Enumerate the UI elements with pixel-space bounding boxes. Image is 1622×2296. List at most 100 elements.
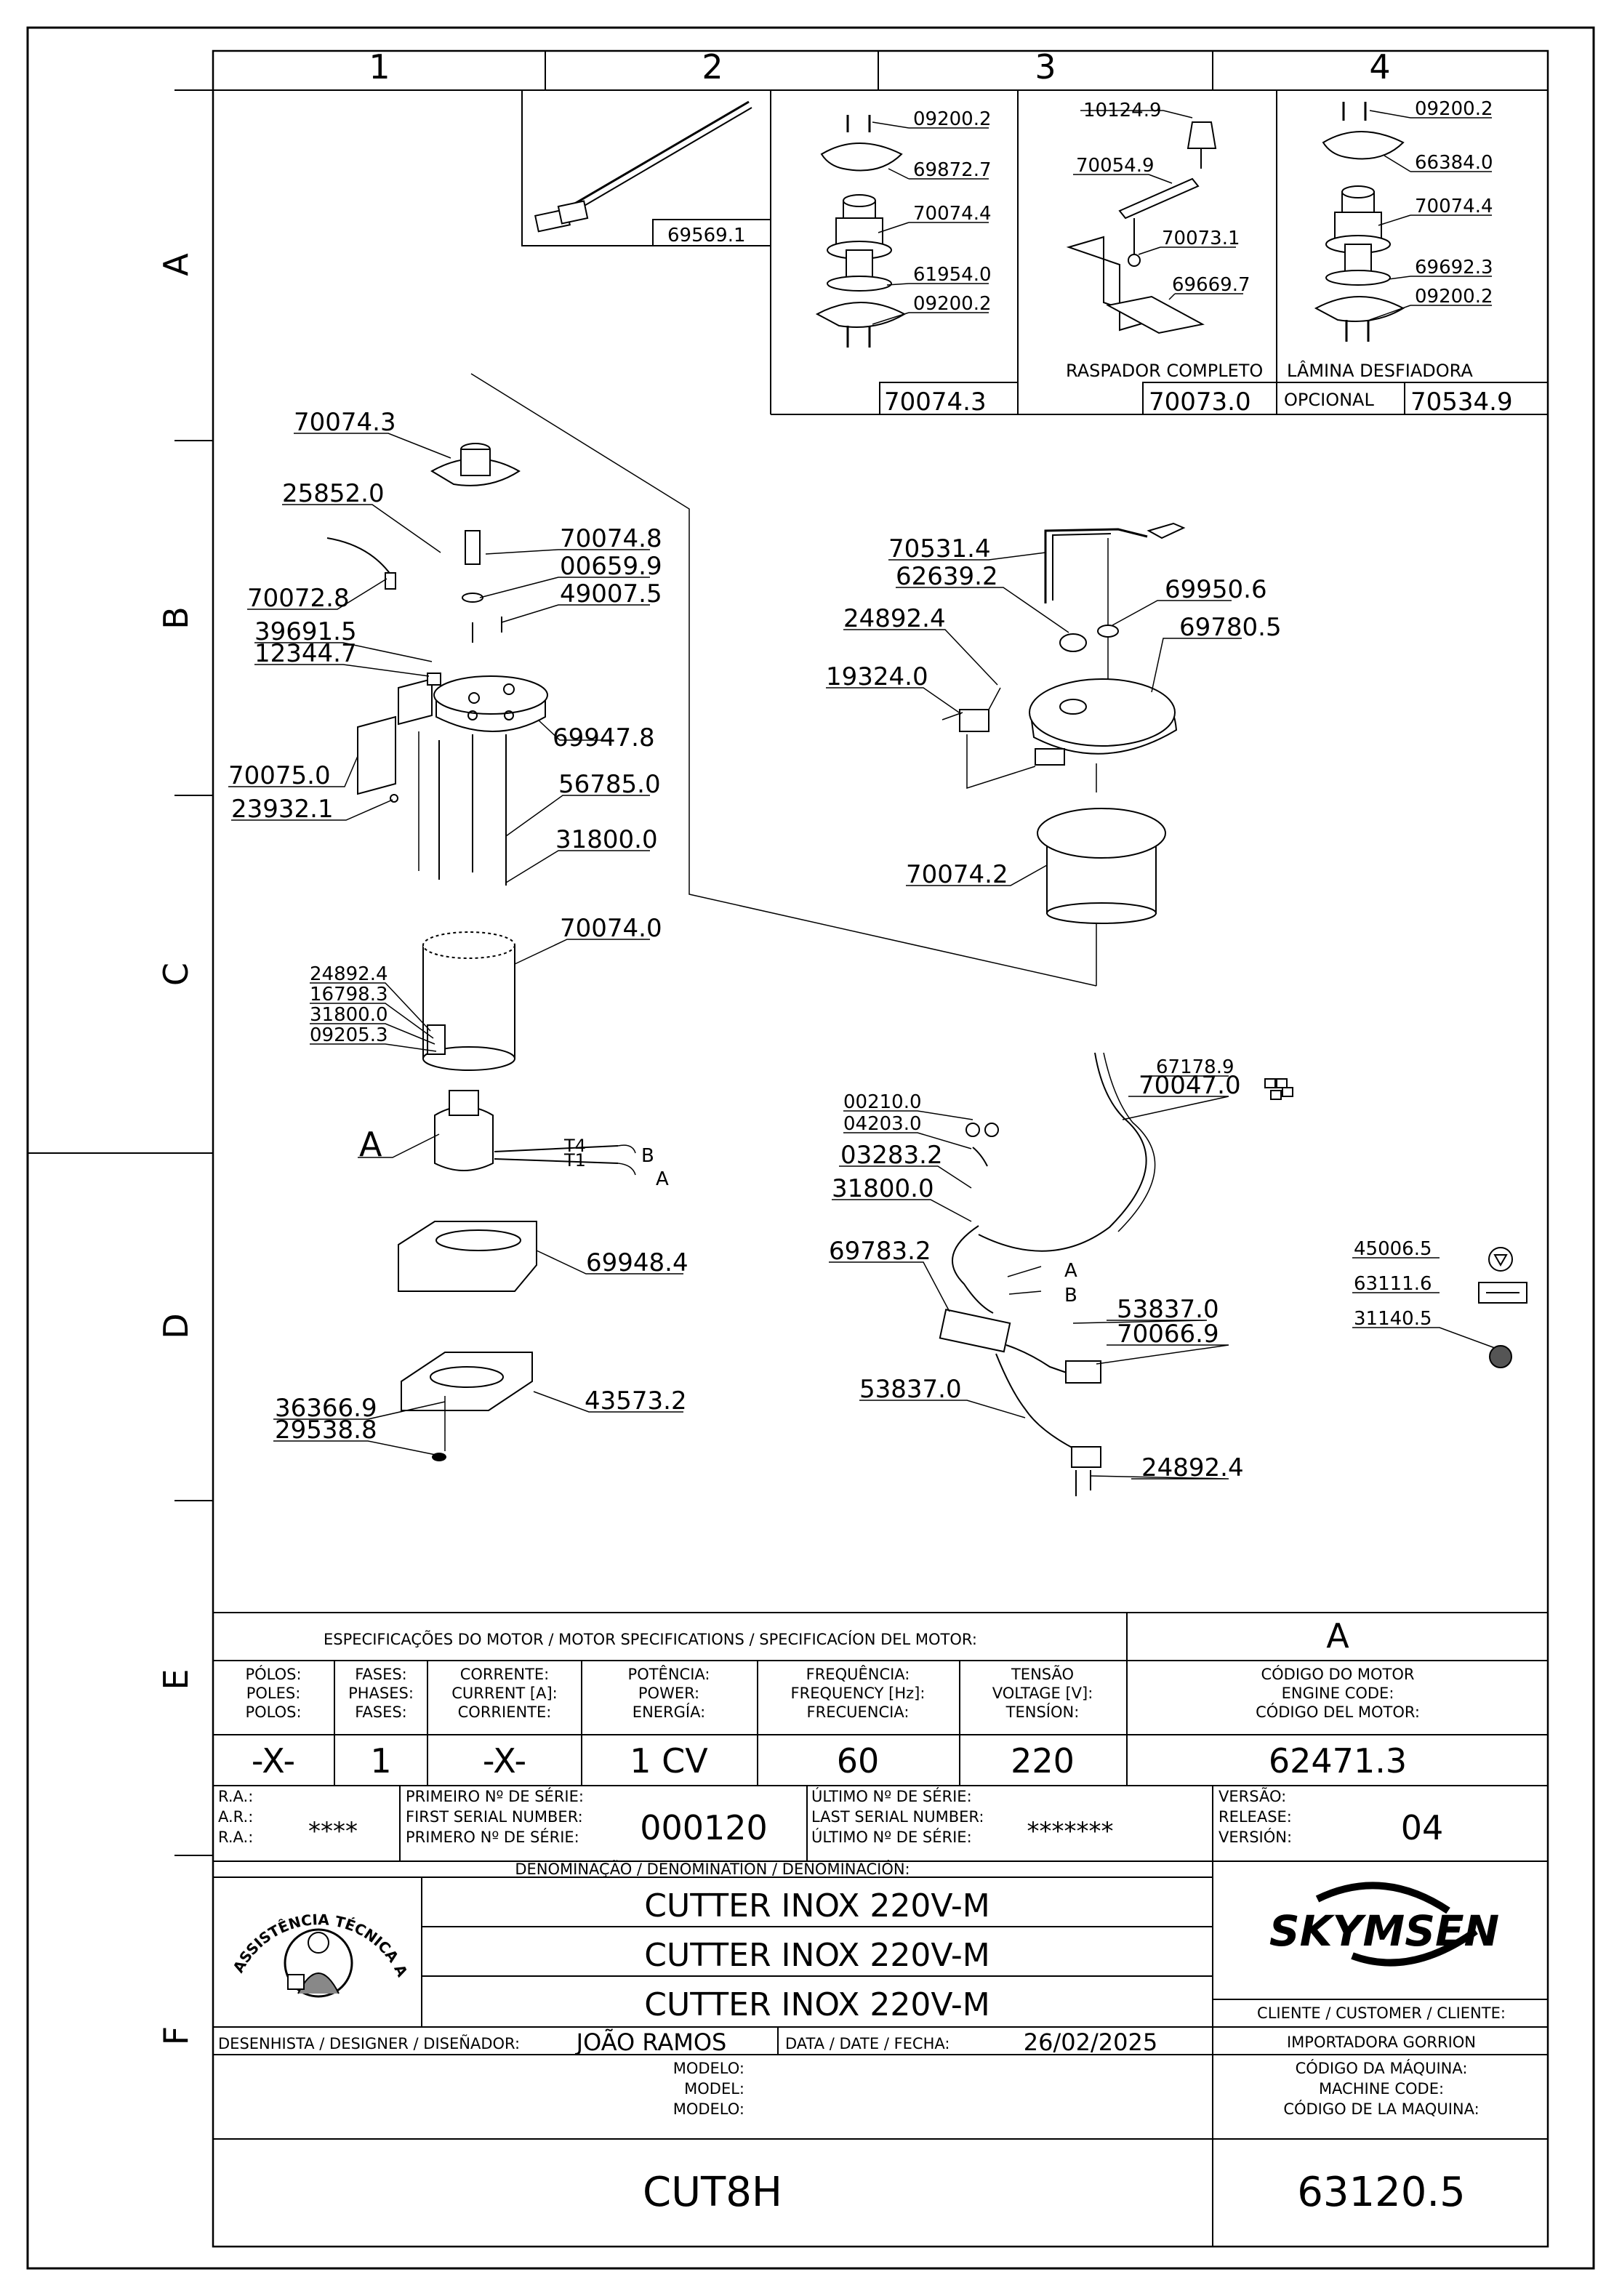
spec-current: -X- [483, 1741, 526, 1781]
designer-label: DESENHISTA / DESIGNER / DISEÑADOR: [218, 2034, 520, 2052]
part-31800-0-c: 31800.0 [832, 1174, 934, 1203]
svg-text:PÓLOS:: PÓLOS: [245, 1665, 301, 1683]
svg-text:CORRENTE:: CORRENTE: [460, 1666, 550, 1683]
kit2-caption: RASPADOR COMPLETO [1066, 361, 1263, 381]
svg-text:VOLTAGE [V]:: VOLTAGE [V]: [992, 1685, 1093, 1702]
symbol-parts [1479, 1248, 1527, 1368]
part-39691-5: 39691.5 [254, 617, 357, 646]
client-label: CLIENTE / CUSTOMER / CLIENTE: [1257, 2004, 1506, 2022]
kit-code-cable: 69569.1 [667, 225, 746, 246]
kit3-code: 70534.9 [1410, 388, 1513, 417]
kit2-part-2: 70054.9 [1076, 155, 1155, 177]
kit3-part-4: 69692.3 [1415, 257, 1493, 278]
serial-row: R.A.: A.R.: R.A.: **** PRIMEIRO Nº DE SÉ… [218, 1786, 1443, 1847]
blade-kit-illustration [817, 115, 989, 348]
kit3-part-3: 70074.4 [1415, 196, 1493, 217]
kit1-part-5: 09200.2 [913, 293, 992, 315]
part-12344-7: 12344.7 [254, 639, 357, 668]
part-49007-5: 49007.5 [560, 579, 662, 609]
part-24892-4-b: 24892.4 [843, 604, 946, 633]
svg-text:PRIMEIRO Nº DE SÉRIE:: PRIMEIRO Nº DE SÉRIE: [406, 1787, 584, 1805]
part-16798-3: 16798.3 [310, 984, 388, 1005]
svg-text:ÚLTIMO Nº DE SÉRIE:: ÚLTIMO Nº DE SÉRIE: [811, 1828, 972, 1846]
part-53837-0-b: 53837.0 [859, 1375, 962, 1404]
motor-spec-ref: A [1326, 1616, 1349, 1655]
part-36366-9: 36366.9 [275, 1394, 377, 1423]
machine-code-value: 63120.5 [1297, 2169, 1466, 2216]
title-block-lines [213, 1613, 1548, 2247]
svg-text:POLES:: POLES: [246, 1685, 301, 1702]
svg-text:POTÊNCIA:: POTÊNCIA: [628, 1665, 710, 1683]
last-serial-value: ******* [1027, 1817, 1114, 1846]
svg-text:CÓDIGO DO MOTOR: CÓDIGO DO MOTOR [1261, 1665, 1414, 1683]
svg-text:FASES:: FASES: [355, 1703, 407, 1721]
part-29538-8: 29538.8 [275, 1416, 377, 1445]
part-69780-5: 69780.5 [1179, 613, 1282, 642]
svg-text:VERSIÓN:: VERSIÓN: [1218, 1828, 1292, 1846]
left-leader-lines [228, 433, 683, 1456]
lid-bowl-illustration [942, 523, 1184, 923]
svg-text:ENGINE CODE:: ENGINE CODE: [1282, 1685, 1394, 1702]
date-label: DATA / DATE / FECHA: [785, 2035, 949, 2052]
part-69948-4: 69948.4 [586, 1248, 688, 1277]
right-leader-lines [826, 553, 1242, 886]
kit2-code: 70073.0 [1149, 388, 1251, 417]
scraper-kit-illustration [1069, 111, 1243, 333]
part-23932-1: 23932.1 [231, 795, 334, 824]
date-value: 26/02/2025 [1024, 2028, 1157, 2056]
spec-voltage: 220 [1011, 1741, 1075, 1781]
part-03283-2: 03283.2 [840, 1141, 943, 1170]
part-04203-0: 04203.0 [843, 1113, 922, 1135]
motor-wire-t4: T4 [563, 1136, 586, 1156]
part-70531-4: 70531.4 [888, 534, 991, 563]
svg-text:FREQUENCY [Hz]:: FREQUENCY [Hz]: [791, 1685, 926, 1702]
svg-text:CÓDIGO DEL MOTOR:: CÓDIGO DEL MOTOR: [1256, 1703, 1420, 1721]
part-43573-2: 43573.2 [585, 1386, 687, 1416]
model-label-es: MODELO: [673, 2100, 744, 2118]
kit1-part-3: 70074.4 [913, 203, 992, 225]
zone-row-e: E [156, 1669, 196, 1690]
part-70047-0: 70047.0 [1139, 1071, 1241, 1100]
part-24892-4-a: 24892.4 [310, 963, 388, 985]
elec-wire-a: A [1064, 1260, 1077, 1282]
spec-frequency: 60 [837, 1741, 880, 1781]
motor-spec-headers: PÓLOS: POLES: POLOS: FASES: PHASES: FASE… [245, 1664, 1419, 1721]
svg-text:FRECUENCIA:: FRECUENCIA: [807, 1703, 910, 1721]
part-70074-8: 70074.8 [560, 524, 662, 553]
part-69783-2: 69783.2 [829, 1237, 931, 1266]
row-zones: A B C D E F [156, 90, 213, 2045]
spec-engine-code: 62471.3 [1269, 1741, 1407, 1781]
motor-wire-t1: T1 [563, 1150, 586, 1171]
svg-text:PHASES:: PHASES: [348, 1685, 414, 1702]
first-serial-value: 000120 [640, 1808, 768, 1847]
svg-text:A.R.:: A.R.: [218, 1808, 253, 1826]
brand-logo: SKYMSEN [1269, 1885, 1499, 1962]
part-25852-0: 25852.0 [282, 479, 385, 508]
svg-text:VERSÃO:: VERSÃO: [1218, 1786, 1286, 1805]
kit3-part-1: 09200.2 [1415, 98, 1493, 120]
machine-code-label-pt: CÓDIGO DA MÁQUINA: [1296, 2059, 1468, 2077]
zone-col-3: 3 [1035, 47, 1056, 87]
kit1-part-1: 09200.2 [913, 108, 992, 130]
part-31140-5: 31140.5 [1354, 1308, 1432, 1330]
kit3-part-2: 66384.0 [1415, 152, 1493, 174]
part-63111-6: 63111.6 [1354, 1273, 1432, 1295]
part-45006-5: 45006.5 [1354, 1238, 1432, 1260]
part-70075-0: 70075.0 [228, 761, 331, 790]
kit2-part-3: 70073.1 [1162, 228, 1240, 249]
zone-row-c: C [156, 963, 196, 986]
elec-leader-lines [829, 1076, 1495, 1479]
part-31800-0-b: 31800.0 [310, 1004, 388, 1026]
svg-text:ÚLTIMO Nº DE SÉRIE:: ÚLTIMO Nº DE SÉRIE: [811, 1787, 972, 1805]
kit-boxes [522, 90, 1548, 414]
part-69947-8: 69947.8 [553, 723, 655, 752]
part-69950-6: 69950.6 [1165, 575, 1267, 604]
elec-wire-b: B [1064, 1285, 1077, 1306]
part-24892-4-c: 24892.4 [1141, 1453, 1244, 1482]
machine-code-label-es: CÓDIGO DE LA MAQUINA: [1283, 2100, 1479, 2118]
zone-col-4: 4 [1369, 47, 1390, 87]
svg-text:TENSÃO: TENSÃO [1011, 1664, 1074, 1683]
motor-wire-a: A [656, 1168, 669, 1190]
part-70066-9: 70066.9 [1117, 1320, 1219, 1349]
cable-kit-illustration [535, 102, 752, 231]
